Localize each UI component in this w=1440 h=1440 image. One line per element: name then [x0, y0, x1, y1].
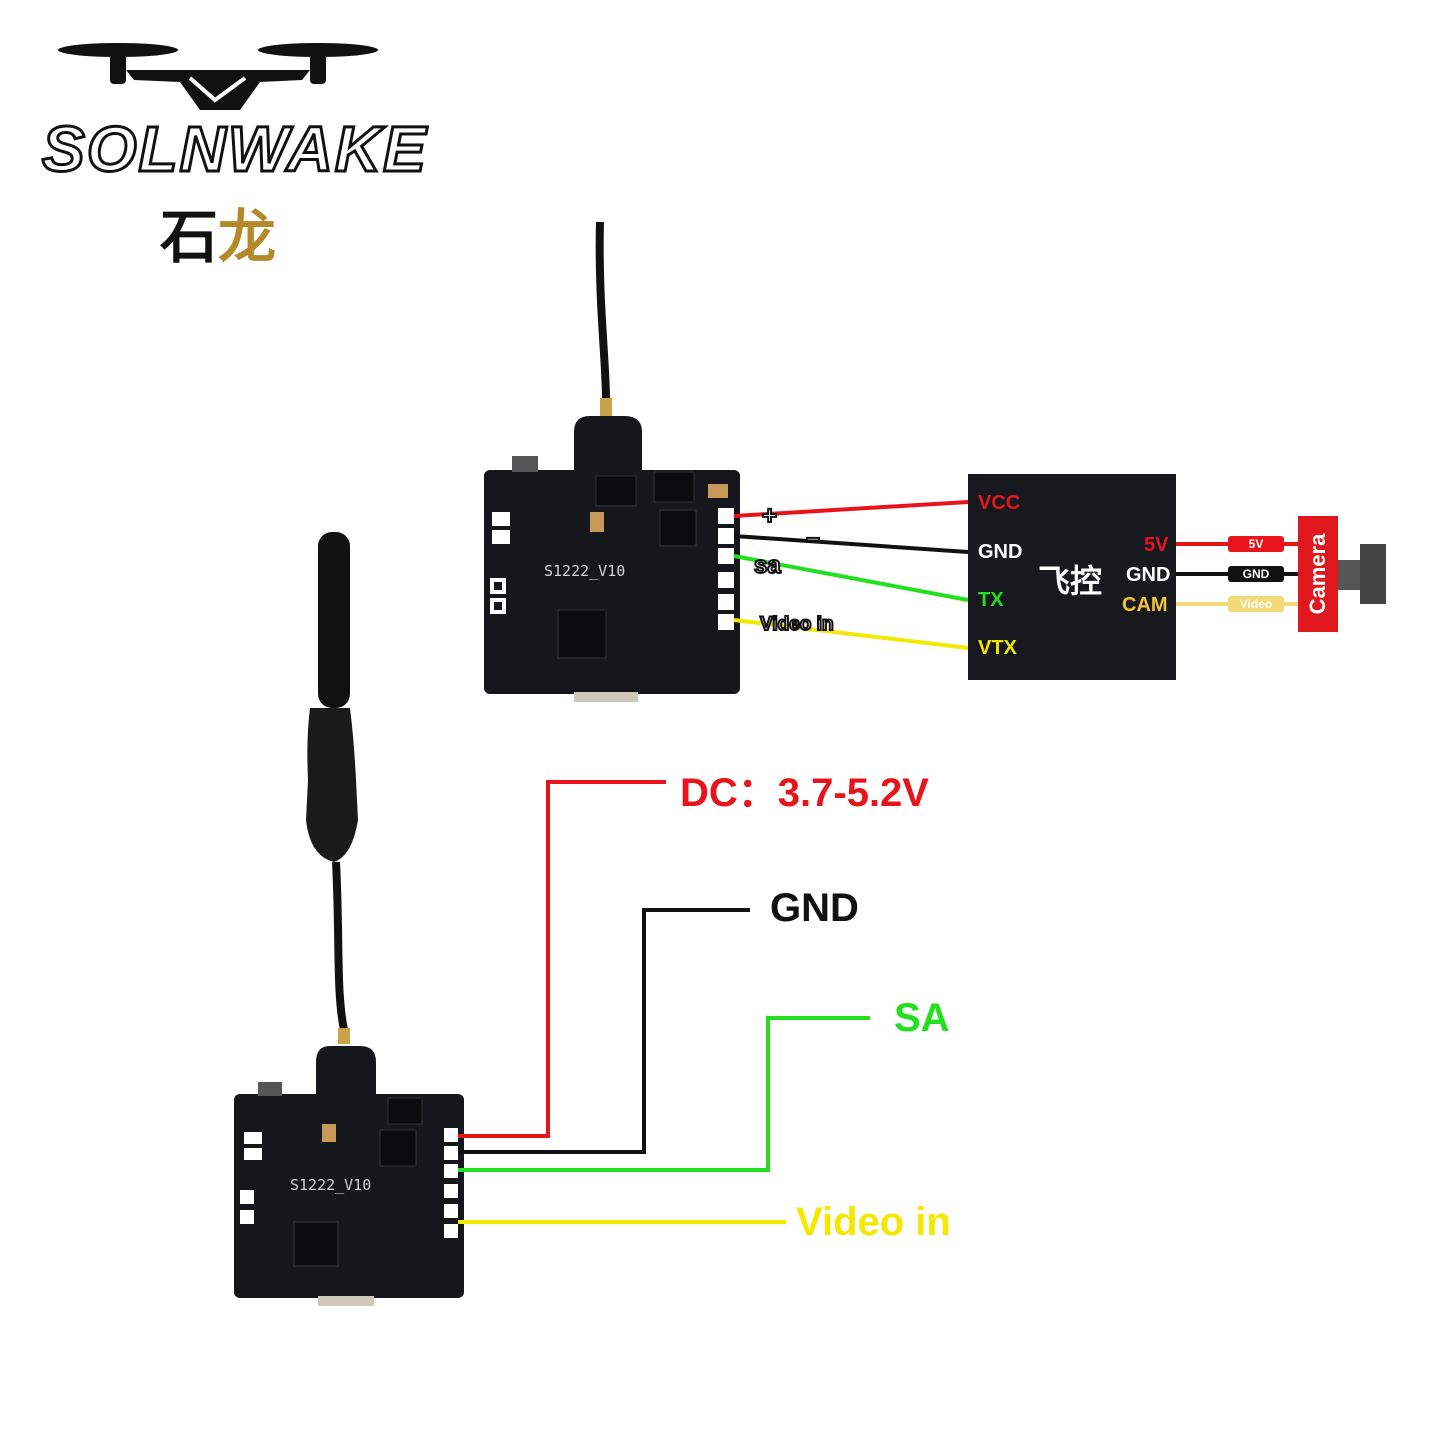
vtx-bottom-pins [444, 1128, 458, 1238]
label-dc-voltage: DC：3.7-5.2V [680, 771, 929, 815]
brand-logo [40, 30, 420, 260]
camera-box [1298, 516, 1338, 632]
fc-pin-gnd: GND [978, 541, 1023, 563]
drone-icon [58, 43, 378, 110]
vtx-top-module: S1222_V10 [484, 221, 740, 702]
vtx-bottom-module: S1222_V10 [234, 532, 464, 1306]
pin-label-sa: sa [753, 551, 782, 580]
vtx-bottom-pcb [234, 1094, 464, 1298]
vtx-bottom-antenna-cable [332, 861, 348, 1031]
wire-gnd [733, 534, 969, 554]
brand-chinese-name: 石龙 [160, 205, 277, 270]
wire-gnd-bottom [458, 908, 750, 1154]
fc-pin-5v: 5V [1144, 534, 1169, 556]
camera-tag-5v: 5V [1228, 536, 1284, 552]
fc-pin-gnd-right: GND [1126, 564, 1171, 586]
pin-label-plus: + [761, 499, 778, 531]
flight-controller-box [968, 474, 1176, 680]
camera-tag-video: Video [1228, 596, 1284, 612]
wire-sa [458, 1016, 870, 1172]
vtx-bottom-antenna-top [318, 532, 350, 708]
camera-body [1338, 560, 1360, 590]
vtx-top-antenna [595, 221, 610, 401]
vtx-bottom-antenna-sleeve [306, 708, 358, 862]
pin-label-minus: − [805, 525, 821, 554]
pin-label-video-in: Video in [759, 613, 835, 636]
wire-video-vtx [733, 618, 969, 650]
vtx-bottom-board-label: S1222_V10 [290, 1176, 371, 1194]
camera-label: Camera [1305, 533, 1330, 615]
vtx-top-antenna-connector [600, 398, 612, 416]
vtx-top-antenna-mount [574, 416, 642, 470]
fc-title: 飞控 [1038, 563, 1103, 599]
brand-name: SOLNWAKE [41, 112, 428, 187]
wire-sa-tx [733, 554, 969, 602]
fc-pin-tx: TX [978, 589, 1004, 611]
fc-pin-cam: CAM [1122, 594, 1168, 616]
vtx-top-switch [512, 456, 538, 472]
label-video-in: Video in [796, 1200, 951, 1244]
fc-pin-vtx: VTX [978, 637, 1017, 659]
wire-vcc [733, 500, 969, 518]
fc-pin-vcc: VCC [978, 492, 1021, 514]
vtx-top-pins [718, 508, 734, 630]
vtx-top-board-label: S1222_V10 [544, 562, 625, 580]
camera-tag-gnd: GND [1228, 566, 1284, 582]
label-gnd: GND [770, 886, 859, 930]
wire-dc [458, 780, 666, 1138]
label-sa: SA [894, 996, 950, 1040]
camera-lens [1360, 544, 1386, 604]
